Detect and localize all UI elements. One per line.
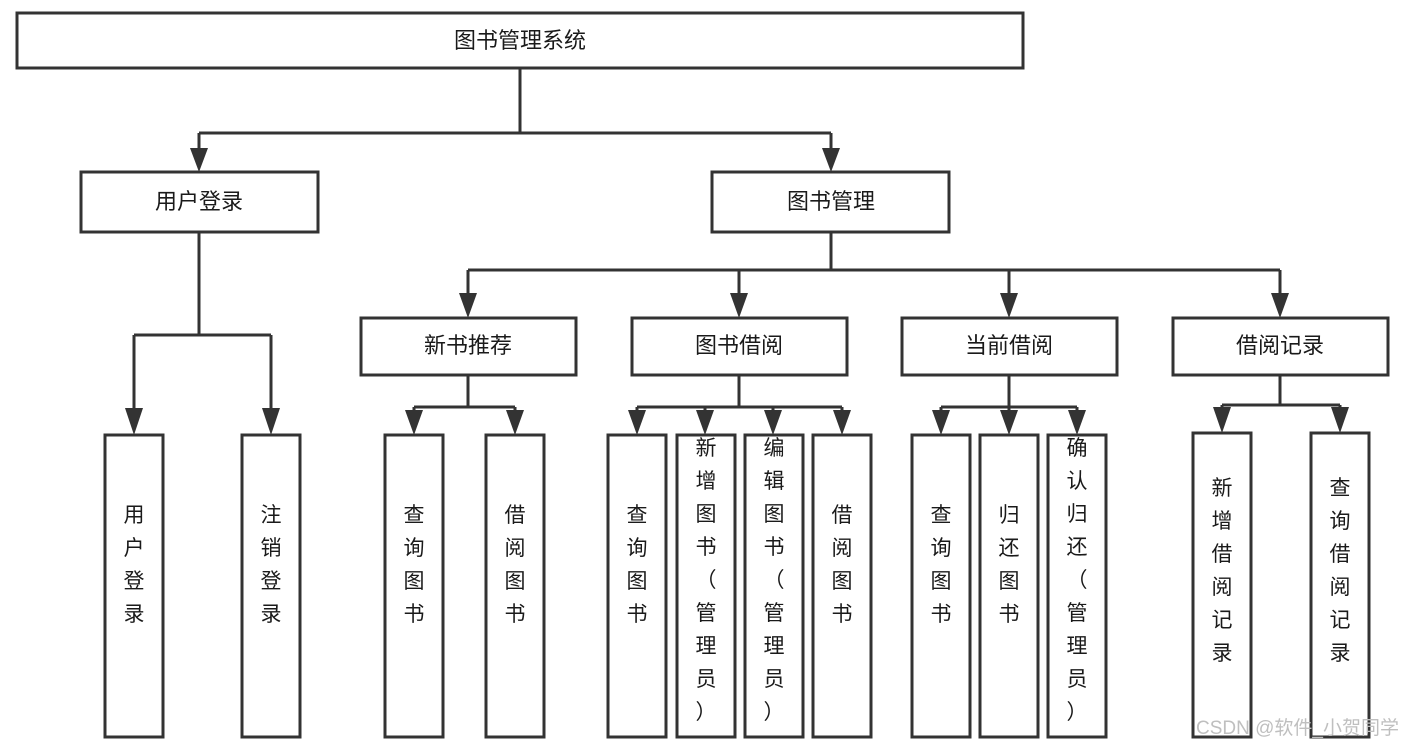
- leaf-new-book-borrow-label: 借阅图书: [505, 504, 526, 626]
- arrow-head-newbook: [459, 293, 477, 318]
- arrow-head-leaf-user-logout: [262, 408, 280, 435]
- node-current-borrow[interactable]: 当前借阅: [900, 316, 1119, 377]
- arrow-head-leaf-br-query: [1331, 407, 1349, 433]
- arrow-head-leaf-cb-confirm: [1068, 410, 1086, 435]
- leaf-user-login-login[interactable]: 用户登录: [103, 433, 165, 739]
- node-borrow-record-label: 借阅记录: [1236, 333, 1324, 358]
- node-book-borrow-box[interactable]: [630, 316, 849, 377]
- node-borrow-record[interactable]: 借阅记录: [1171, 316, 1390, 377]
- node-user-login-label: 用户登录: [155, 189, 243, 214]
- leaf-book-borrow-add[interactable]: 新增图书（管理员）: [675, 433, 737, 739]
- arrow-head-bookborrow: [730, 293, 748, 318]
- node-new-book-recommend-box[interactable]: [359, 316, 578, 377]
- leaf-current-borrow-query-box[interactable]: [910, 433, 972, 739]
- leaf-user-login-logout[interactable]: 注销登录: [240, 433, 302, 739]
- arrow-head-leaf-bb-borrow: [833, 410, 851, 435]
- leaf-borrow-record-query[interactable]: 查询借阅记录: [1309, 431, 1371, 739]
- leaf-current-borrow-query[interactable]: 查询图书: [910, 433, 972, 739]
- node-book-management-label: 图书管理: [787, 189, 875, 214]
- node-current-borrow-label: 当前借阅: [965, 333, 1053, 358]
- arrow-head-leaf-br-add: [1213, 407, 1231, 433]
- node-root-system[interactable]: 图书管理系统: [15, 11, 1025, 70]
- leaf-current-borrow-confirm-label: 确认归还（管理员）: [1067, 437, 1088, 724]
- watermark-label: CSDN @软件_小贺同学: [1196, 717, 1399, 739]
- node-borrow-record-box[interactable]: [1171, 316, 1390, 377]
- node-current-borrow-box[interactable]: [900, 316, 1119, 377]
- node-new-book-recommend[interactable]: 新书推荐: [359, 316, 578, 377]
- leaf-current-borrow-return[interactable]: 归还图书: [978, 433, 1040, 739]
- leaf-user-login-logout-box[interactable]: [240, 433, 302, 739]
- leaf-borrow-record-query-box[interactable]: [1309, 431, 1371, 739]
- leaf-book-borrow-add-label: 新增图书（管理员）: [696, 437, 717, 724]
- node-new-book-recommend-label: 新书推荐: [424, 333, 512, 358]
- arrow-head-bookmgmt: [822, 148, 840, 172]
- leaf-book-borrow-borrow[interactable]: 借阅图书: [811, 433, 873, 739]
- leaf-borrow-record-add[interactable]: 新增借阅记录: [1191, 431, 1253, 739]
- leaf-borrow-record-add-label: 新增借阅记录: [1212, 477, 1233, 665]
- leaf-user-login-logout-label: 注销登录: [261, 504, 282, 626]
- leaf-book-borrow-add-box[interactable]: [675, 433, 737, 739]
- leaf-book-borrow-edit-box[interactable]: [743, 433, 805, 739]
- leaf-current-borrow-return-box[interactable]: [978, 433, 1040, 739]
- node-root-system-label: 图书管理系统: [454, 28, 586, 53]
- node-user-login-box[interactable]: [79, 170, 320, 234]
- leaf-book-borrow-edit[interactable]: 编辑图书（管理员）: [743, 433, 805, 739]
- leaf-book-borrow-query-box[interactable]: [606, 433, 668, 739]
- node-book-borrow-label: 图书借阅: [695, 333, 783, 358]
- node-book-management[interactable]: 图书管理: [710, 170, 951, 234]
- leaf-book-borrow-borrow-label: 借阅图书: [832, 504, 853, 626]
- leaf-new-book-query[interactable]: 查询图书: [383, 433, 445, 739]
- arrow-head-leaf-bb-edit: [764, 410, 782, 435]
- arrow-head-leaf-bb-query: [628, 410, 646, 435]
- leaf-user-login-login-label: 用户登录: [124, 504, 145, 626]
- leaf-book-borrow-query[interactable]: 查询图书: [606, 433, 668, 739]
- arrow-head-leaf-cb-query: [932, 410, 950, 435]
- arrow-head-leaf-nb-query: [405, 410, 423, 435]
- connector-layer: [125, 68, 1349, 435]
- leaf-current-borrow-confirm[interactable]: 确认归还（管理员）: [1046, 433, 1108, 739]
- leaf-book-borrow-edit-label: 编辑图书（管理员）: [764, 437, 785, 724]
- leaf-borrow-record-add-box[interactable]: [1191, 431, 1253, 739]
- leaf-new-book-query-label: 查询图书: [404, 504, 425, 626]
- node-book-borrow[interactable]: 图书借阅: [630, 316, 849, 377]
- arrow-head-leaf-user-login: [125, 408, 143, 435]
- node-book-management-box[interactable]: [710, 170, 951, 234]
- node-user-login[interactable]: 用户登录: [79, 170, 320, 234]
- node-root-system-box[interactable]: [15, 11, 1025, 70]
- leaf-borrow-record-query-label: 查询借阅记录: [1330, 477, 1351, 665]
- arrow-head-currentborrow: [1000, 293, 1018, 318]
- arrow-head-leaf-nb-borrow: [506, 410, 524, 435]
- leaf-new-book-borrow[interactable]: 借阅图书: [484, 433, 546, 739]
- arrow-head-leaf-bb-add: [696, 410, 714, 435]
- leaf-book-borrow-query-label: 查询图书: [627, 504, 648, 626]
- leaf-user-login-login-box[interactable]: [103, 433, 165, 739]
- arrow-head-userlogin: [190, 148, 208, 172]
- leaf-current-borrow-return-label: 归还图书: [999, 504, 1020, 626]
- leaf-current-borrow-confirm-box[interactable]: [1046, 433, 1108, 739]
- leaf-new-book-query-box[interactable]: [383, 433, 445, 739]
- leaf-new-book-borrow-box[interactable]: [484, 433, 546, 739]
- leaf-book-borrow-borrow-box[interactable]: [811, 433, 873, 739]
- arrow-head-borrowrecord: [1271, 293, 1289, 318]
- leaf-current-borrow-query-label: 查询图书: [931, 504, 952, 626]
- arrow-head-leaf-cb-return: [1000, 410, 1018, 435]
